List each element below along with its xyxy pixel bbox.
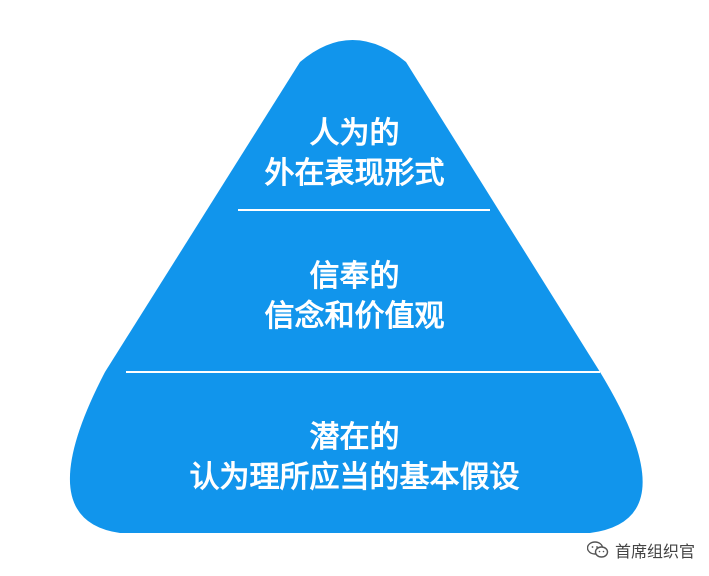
layer-middle-line2: 信念和价值观: [264, 299, 445, 334]
layer-top-label: 人为的 外在表现形式: [0, 114, 709, 194]
watermark: 首席组织官: [586, 538, 695, 562]
layer-top-line2: 外在表现形式: [264, 156, 445, 191]
layer-bottom-label: 潜在的 认为理所应当的基本假设: [0, 418, 709, 498]
wechat-icon: [586, 541, 609, 559]
watermark-text: 首席组织官: [614, 542, 695, 561]
pyramid-shape: [69, 40, 643, 533]
layer-top-line1: 人为的: [309, 116, 400, 151]
layer-middle-line1: 信奉的: [309, 259, 400, 294]
layer-bottom-line1: 潜在的: [309, 420, 400, 455]
layer-middle-label: 信奉的 信念和价值观: [0, 257, 709, 337]
layer-bottom-line2: 认为理所应当的基本假设: [189, 460, 520, 495]
